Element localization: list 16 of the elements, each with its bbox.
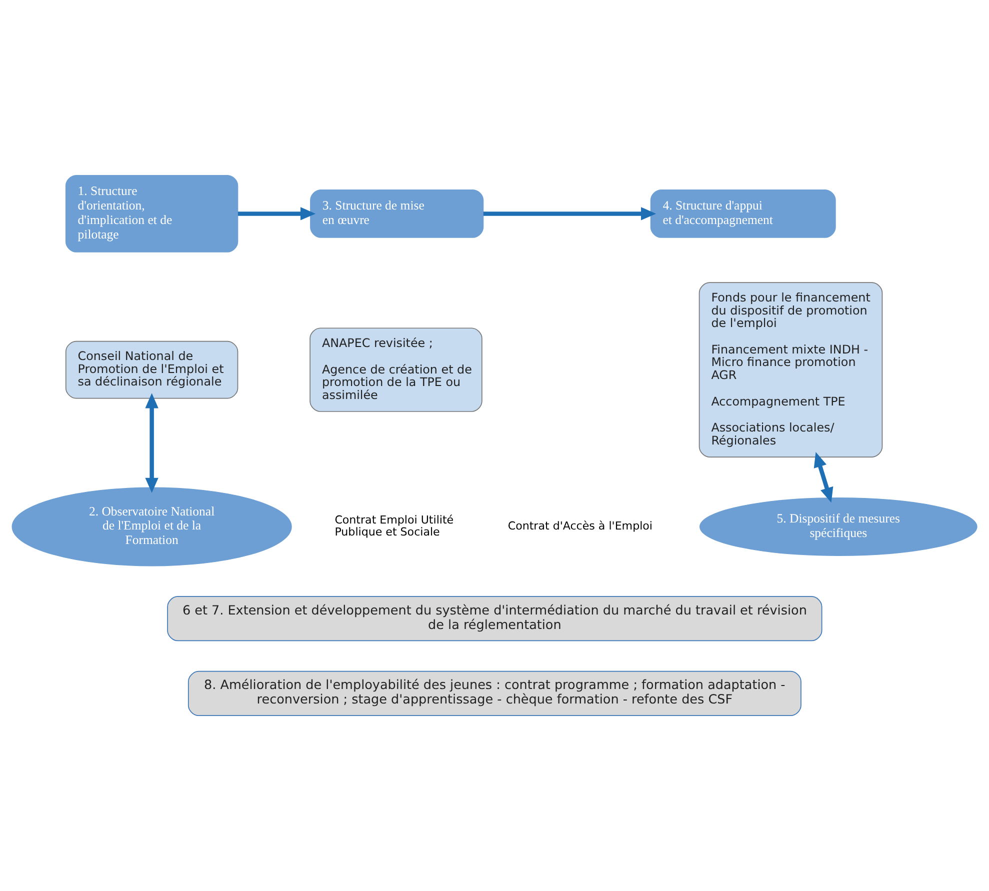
node-box: 8. Amélioration de l'employabilité des jeunes : contrat programme ; formation adaptation - reconversion ; stage d'apprentissage - chèque formation - refonte des CSF — [188, 670, 802, 716]
label: Contrat Emploi Utilité Publique et Sociale — [334, 514, 454, 539]
node-box: 6 et 7. Extension et développement du système d'intermédiation du marché du travail et révision de la réglementation — [167, 596, 822, 642]
node-box: 4. Structure d'appui et d'accompagnement — [650, 189, 836, 238]
arrow — [238, 207, 316, 220]
node-box: Fonds pour le financement du dispositif de promotion de l'emploi Financement mixte INDH - Micro finance promotion AGR Accompagnement TPE Associations locales/ Régionales — [698, 282, 883, 458]
arrow — [483, 207, 656, 220]
node-box: 1. Structure d'orientation, d'implication et de pilotage — [65, 174, 238, 252]
arrow — [145, 393, 158, 493]
node-ellipse: 2. Observatoire National de l'Emploi et de la Formation — [12, 487, 292, 566]
arrow — [814, 452, 834, 503]
node-box: Conseil National de Promotion de l'Emploi et sa déclinaison régionale — [65, 340, 238, 399]
label: Contrat d'Accès à l'Emploi — [508, 520, 652, 533]
node-box: ANAPEC revisitée ; Agence de création et de promotion de la TPE ou assimilée — [310, 328, 482, 412]
node-ellipse: 5. Dispositif de mesures spécifiques — [700, 498, 978, 556]
node-box: 3. Structure de mise en œuvre — [310, 189, 484, 238]
